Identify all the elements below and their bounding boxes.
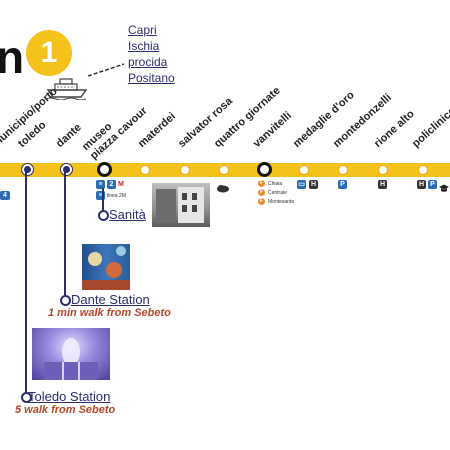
funicular-centrale: Centrale — [268, 189, 287, 196]
dante-walk-note: 1 min walk from Sebeto — [48, 307, 171, 319]
funicular-icon: F — [258, 180, 265, 187]
destination-capri[interactable]: Capri — [128, 23, 157, 37]
station-dot-vanvitelli[interactable] — [257, 162, 272, 177]
sanita-connector — [102, 188, 104, 214]
station-dot-materdei[interactable] — [140, 165, 150, 175]
station-dot-medaglie-doro[interactable] — [299, 165, 309, 175]
dante-photo[interactable] — [82, 244, 130, 290]
line-number: 1 — [40, 36, 58, 69]
toledo-connector-vertical — [25, 172, 27, 398]
museo-line2-badge: 2 — [107, 180, 116, 189]
station-dot-montedonzelli[interactable] — [338, 165, 348, 175]
hospital-icon-policlinico-text: H — [418, 181, 425, 188]
station-dot-salvator-rosa[interactable] — [180, 165, 190, 175]
hospital-icon-rione: H — [378, 180, 387, 189]
funicular-icon-3: F — [258, 198, 265, 205]
ferry-route-line — [87, 63, 125, 77]
station-dot-rione-alto[interactable] — [378, 165, 388, 175]
line-badge-left-text: 4 — [3, 192, 7, 199]
funicular-montesanto: Montesanto — [268, 198, 295, 205]
policlinico-icons: H P — [417, 180, 449, 192]
funicular-icon-2: F — [258, 189, 265, 196]
ferry-destinations: Capri Ischia procida Positano — [128, 22, 175, 86]
dante-connector-vertical — [64, 172, 66, 300]
vanvitelli-funiculars: F Chiaia F Centrale F Montesanto — [258, 180, 294, 205]
line-badge-left: 4 — [0, 191, 10, 200]
station-dot-toledo[interactable] — [22, 164, 33, 175]
sanita-endcap — [98, 210, 109, 221]
bus-icon: ▭ — [297, 180, 306, 189]
sanita-photo[interactable] — [152, 183, 210, 227]
dante-station-link[interactable]: Dante Station — [71, 292, 150, 307]
toledo-endcap — [21, 392, 32, 403]
graduation-icon — [439, 180, 449, 192]
toledo-photo[interactable] — [32, 328, 110, 380]
station-label-policlinico: policlinico — [409, 104, 450, 150]
sanita-link[interactable]: Sanità — [109, 207, 146, 222]
station-dot-museo[interactable] — [97, 162, 112, 177]
museo-m-label: M — [118, 181, 124, 188]
hospital-icon-rione-text: H — [379, 181, 386, 188]
dante-endcap — [60, 295, 71, 306]
funicular-chiaia: Chiaia — [268, 180, 283, 187]
header-partial-letter: n — [0, 31, 25, 83]
cloud-icon — [216, 180, 230, 198]
station-label-museo: museo piazza cavour — [80, 96, 150, 162]
toledo-station-link[interactable]: Toledo Station — [28, 389, 111, 404]
destination-procida[interactable]: procida — [128, 55, 168, 69]
medaglie-icons: ▭ H — [297, 180, 318, 189]
ferry-icon — [45, 74, 90, 105]
museo-metro-icon: ≡ — [96, 180, 105, 189]
museo-metro-icon-2: ≡ — [96, 191, 105, 200]
toledo-walk-note: 5 walk from Sebeto — [15, 404, 116, 416]
station-label-museo-text: museo piazza cavour — [79, 104, 150, 162]
station-dot-policlinico[interactable] — [418, 165, 428, 175]
parking-icon-policlinico-text: P — [430, 181, 435, 188]
station-dot-dante[interactable] — [61, 164, 72, 175]
hospital-icon-policlinico: H — [417, 180, 426, 189]
parking-icon-text: P — [340, 181, 345, 188]
museo-line2-label: linea 2M — [107, 192, 126, 199]
parking-icon-policlinico: P — [428, 180, 437, 189]
destination-positano[interactable]: Positano — [128, 71, 175, 85]
museo-connections: ≡ 2 M ≡ linea 2M — [96, 180, 136, 200]
hospital-icon-text: H — [310, 181, 317, 188]
museo-line2-text: 2 — [109, 181, 114, 188]
station-label-dante: dante — [53, 121, 84, 150]
hospital-icon: H — [309, 180, 318, 189]
parking-icon: P — [338, 180, 347, 189]
station-label-quattro-giornate: quattro giornate — [211, 84, 283, 150]
destination-ischia[interactable]: Ischia — [128, 39, 160, 53]
station-dot-quattro-giornate[interactable] — [219, 165, 229, 175]
line-number-badge: 1 — [26, 30, 72, 76]
